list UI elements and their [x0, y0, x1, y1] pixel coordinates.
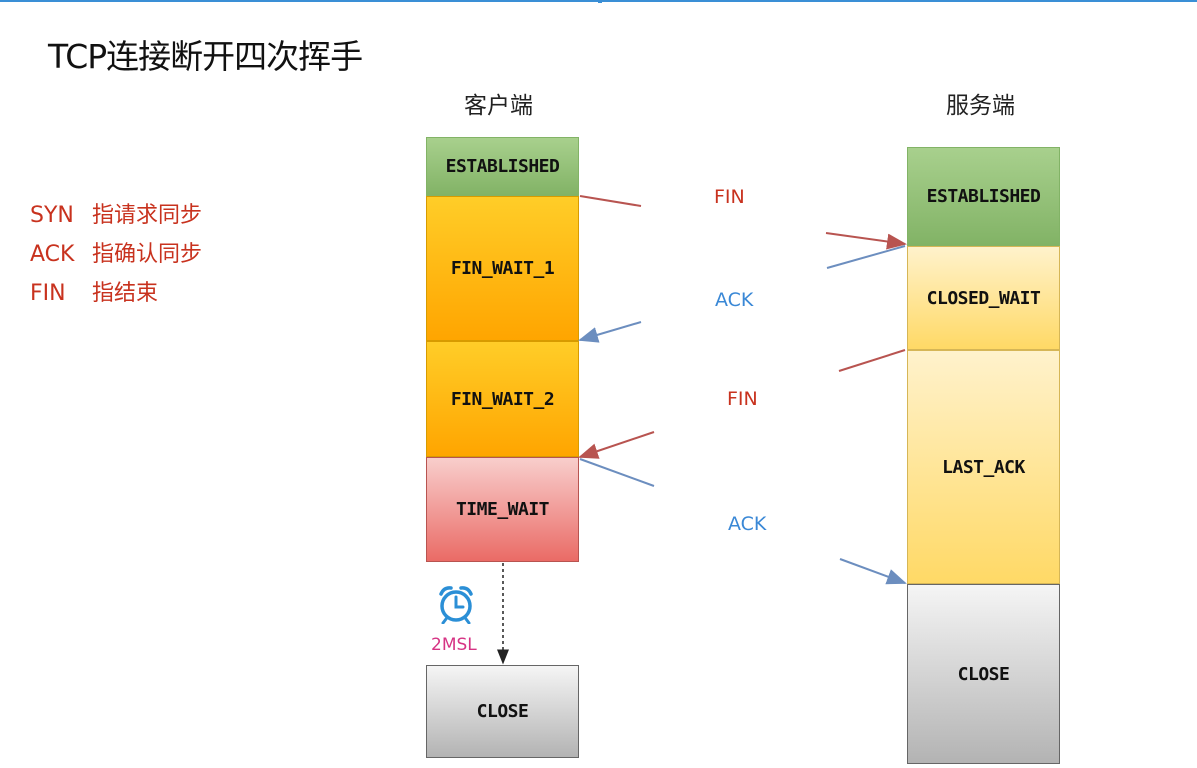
- timer-label: 2MSL: [431, 635, 477, 655]
- legend-desc: 指请求同步: [92, 203, 203, 228]
- legend-desc: 指结束: [92, 281, 159, 306]
- message-fin-1: FIN: [714, 186, 745, 208]
- server-state-last-ack: LAST_ACK: [907, 350, 1060, 584]
- legend-desc: 指确认同步: [92, 242, 203, 267]
- legend: SYN 指请求同步 ACK 指确认同步 FIN 指结束: [30, 200, 202, 317]
- message-fin-2: FIN: [727, 388, 758, 410]
- arrow-fin-2: [578, 349, 906, 459]
- client-header: 客户端: [464, 93, 533, 119]
- server-state-closed-wait: CLOSED_WAIT: [907, 246, 1060, 350]
- page-title: TCP连接断开四次挥手: [48, 37, 363, 76]
- server-header: 服务端: [946, 93, 1015, 119]
- message-ack-2: ACK: [728, 513, 767, 535]
- client-state-time-wait: TIME_WAIT: [426, 457, 579, 562]
- arrow-fin-1: [579, 195, 907, 250]
- client-state-fin-wait-2: FIN_WAIT_2: [426, 341, 579, 457]
- top-border-marker: [598, 0, 602, 3]
- client-state-close: CLOSE: [426, 665, 579, 758]
- legend-item-syn: SYN 指请求同步: [30, 200, 202, 239]
- message-ack-1: ACK: [715, 289, 754, 311]
- arrow-ack-2: [579, 458, 907, 585]
- legend-abbr: FIN: [30, 281, 66, 306]
- server-state-close: CLOSE: [907, 584, 1060, 764]
- server-state-established: ESTABLISHED: [907, 147, 1060, 246]
- arrow-ack-1: [578, 245, 906, 343]
- legend-abbr: ACK: [30, 242, 75, 267]
- legend-abbr: SYN: [30, 203, 74, 228]
- legend-item-fin: FIN 指结束: [30, 278, 202, 317]
- legend-item-ack: ACK 指确认同步: [30, 239, 202, 278]
- client-state-established: ESTABLISHED: [426, 137, 579, 196]
- client-state-fin-wait-1: FIN_WAIT_1: [426, 196, 579, 341]
- alarm-clock-icon: [439, 586, 473, 624]
